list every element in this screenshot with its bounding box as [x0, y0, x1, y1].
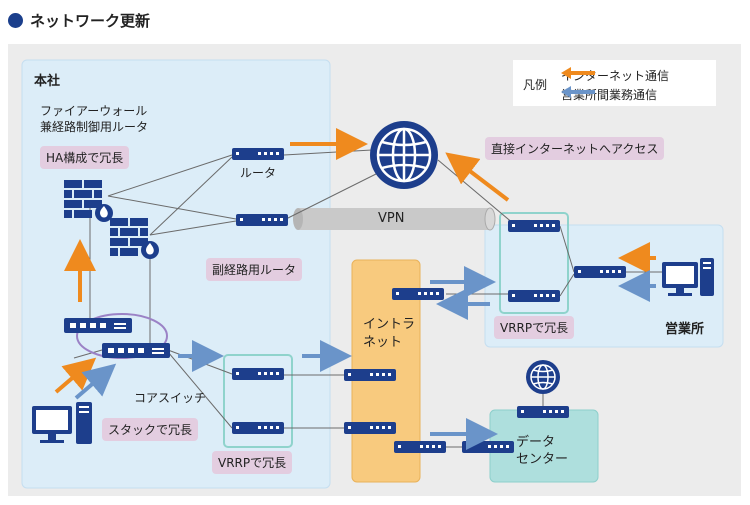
firewall-1-icon [64, 180, 113, 222]
intranet-router-dc-icon [394, 441, 446, 453]
hq-pc-icon [32, 402, 92, 444]
vrrp-frame-branch [499, 212, 569, 314]
core-switch-top-icon [64, 318, 132, 333]
router-sub-icon [236, 214, 288, 226]
dc-switch-icon [517, 406, 569, 418]
intranet-router-branch-icon [392, 288, 444, 300]
ha-tag: HA構成で冗長 [40, 146, 130, 169]
branch-pc-icon [662, 258, 714, 296]
vpn-label: VPN [378, 211, 405, 226]
router-main-icon [232, 148, 284, 160]
legend-box: 凡例 インターネット通信 営業所間業務通信 [513, 60, 716, 106]
branch-router-bottom-icon [508, 290, 560, 302]
datacenter-label: データ センター [516, 435, 569, 467]
hq-label: 本社 [34, 74, 61, 89]
vrrp-branch-tag: VRRPで冗長 [494, 316, 575, 339]
branch-switch-icon [574, 266, 626, 278]
firewall-label: ファイアーウォール [40, 104, 148, 118]
internet-arrows [54, 128, 656, 394]
direct-internet-tag: 直接インターネットへアクセス [485, 137, 665, 160]
title-bullet-icon [8, 12, 23, 28]
branch-office-label: 営業所 [665, 322, 705, 337]
legend-branch: 営業所間業務通信 [561, 86, 657, 103]
vrrp-hq-tag: VRRPで冗長 [212, 451, 293, 474]
legend-internet: インターネット通信 [561, 67, 669, 84]
branch-router-top-icon [508, 220, 560, 232]
vpn-tube [293, 207, 496, 231]
legend-blue-arrow-icon [561, 86, 595, 98]
intranet-router-hq-bottom-icon [344, 422, 396, 434]
dc-router-icon [462, 441, 514, 453]
hq-vrrp-router-bottom-icon [232, 422, 284, 434]
firewall-router-label: 兼経路制御用ルータ [40, 120, 149, 134]
branch-arrows [74, 266, 656, 450]
core-switch-bottom-icon [102, 343, 170, 358]
internet-globe-icon [370, 121, 438, 189]
intranet-label: イントラ ネット [363, 317, 416, 350]
stack-tag: スタックで冗長 [102, 418, 199, 441]
hq-vrrp-router-top-icon [232, 368, 284, 380]
datacenter-globe-icon [526, 360, 560, 394]
page-title: ネットワーク更新 [8, 8, 150, 32]
devices [64, 148, 626, 453]
legend-title: 凡例 [523, 78, 548, 92]
firewall-2-icon [110, 218, 159, 259]
core-switch-label: コアスイッチ [134, 391, 207, 405]
intranet-router-hq-top-icon [344, 369, 396, 381]
sub-router-tag: 副経路用ルータ [206, 258, 303, 281]
router-label: ルータ [240, 166, 277, 180]
legend-orange-arrow-icon [561, 67, 595, 79]
vrrp-frame-hq [223, 354, 293, 448]
